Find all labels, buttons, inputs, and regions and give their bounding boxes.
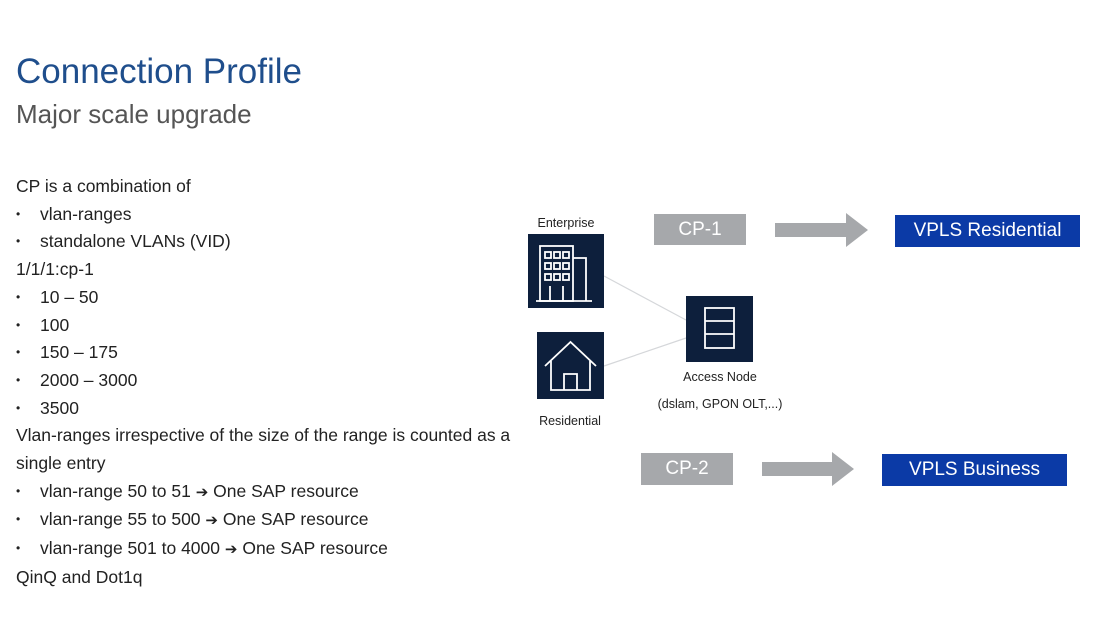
- vpls-business-box: VPLS Business: [882, 454, 1067, 486]
- bullet-icon: •: [16, 483, 21, 498]
- vpls-residential-box: VPLS Residential: [895, 215, 1080, 247]
- list-item: •vlan-range 501 to 4000 ➔ One SAP resour…: [16, 535, 516, 564]
- enterprise-building-icon: [528, 234, 604, 308]
- intro-text: CP is a combination of: [16, 176, 191, 196]
- note-text: Vlan-ranges irrespective of the size of …: [16, 425, 511, 474]
- arrow-right-icon: ➔: [195, 483, 209, 501]
- bullet-icon: •: [16, 541, 21, 556]
- connector-line-residential: [603, 337, 687, 367]
- list-item: •150 – 175: [16, 339, 516, 367]
- page-title: Connection Profile: [16, 52, 302, 91]
- house-icon: [544, 340, 597, 391]
- arrow-right-icon: [775, 213, 868, 247]
- list-item: •vlan-range 55 to 500 ➔ One SAP resource: [16, 506, 516, 535]
- port-label: 1/1/1:cp-1: [16, 259, 94, 280]
- bullet-icon: •: [16, 234, 21, 249]
- bullet-icon: •: [16, 400, 21, 415]
- list-item: •100: [16, 312, 516, 340]
- cp2-box: CP-2: [641, 453, 733, 485]
- bullet-icon: •: [16, 289, 21, 304]
- bullet-icon: •: [16, 512, 21, 527]
- residential-label: Residential: [539, 414, 601, 428]
- bullet-icon: •: [16, 345, 21, 360]
- access-node-label: Access Node: [683, 370, 757, 384]
- bullet-icon: •: [16, 317, 21, 332]
- list-item: •3500: [16, 395, 516, 423]
- arrow-right-icon: ➔: [224, 541, 238, 559]
- residential-house-icon: [537, 332, 604, 399]
- arrow-right-icon: [762, 452, 854, 486]
- cp1-box: CP-1: [654, 214, 746, 245]
- access-node-icon: [686, 296, 753, 362]
- enterprise-label: Enterprise: [537, 216, 595, 230]
- bullet-icon: •: [16, 372, 21, 387]
- building-icon: [536, 245, 592, 302]
- list-item: •vlan-range 50 to 51 ➔ One SAP resource: [16, 478, 516, 507]
- list-item: •2000 – 3000: [16, 367, 516, 395]
- footer-text: QinQ and Dot1q: [16, 566, 143, 587]
- list-item: •standalone VLANs (VID): [16, 228, 516, 256]
- content-body: CP is a combination of •vlan-ranges •sta…: [16, 173, 516, 592]
- connector-line-enterprise: [603, 275, 687, 321]
- list-item: •10 – 50: [16, 284, 516, 312]
- server-icon: [704, 307, 735, 349]
- arrow-right-icon: ➔: [205, 512, 218, 530]
- access-node-sublabel: (dslam, GPON OLT,...): [657, 397, 783, 411]
- bullet-icon: •: [16, 206, 21, 221]
- list-item: •vlan-ranges: [16, 201, 516, 229]
- page-subtitle: Major scale upgrade: [16, 99, 252, 129]
